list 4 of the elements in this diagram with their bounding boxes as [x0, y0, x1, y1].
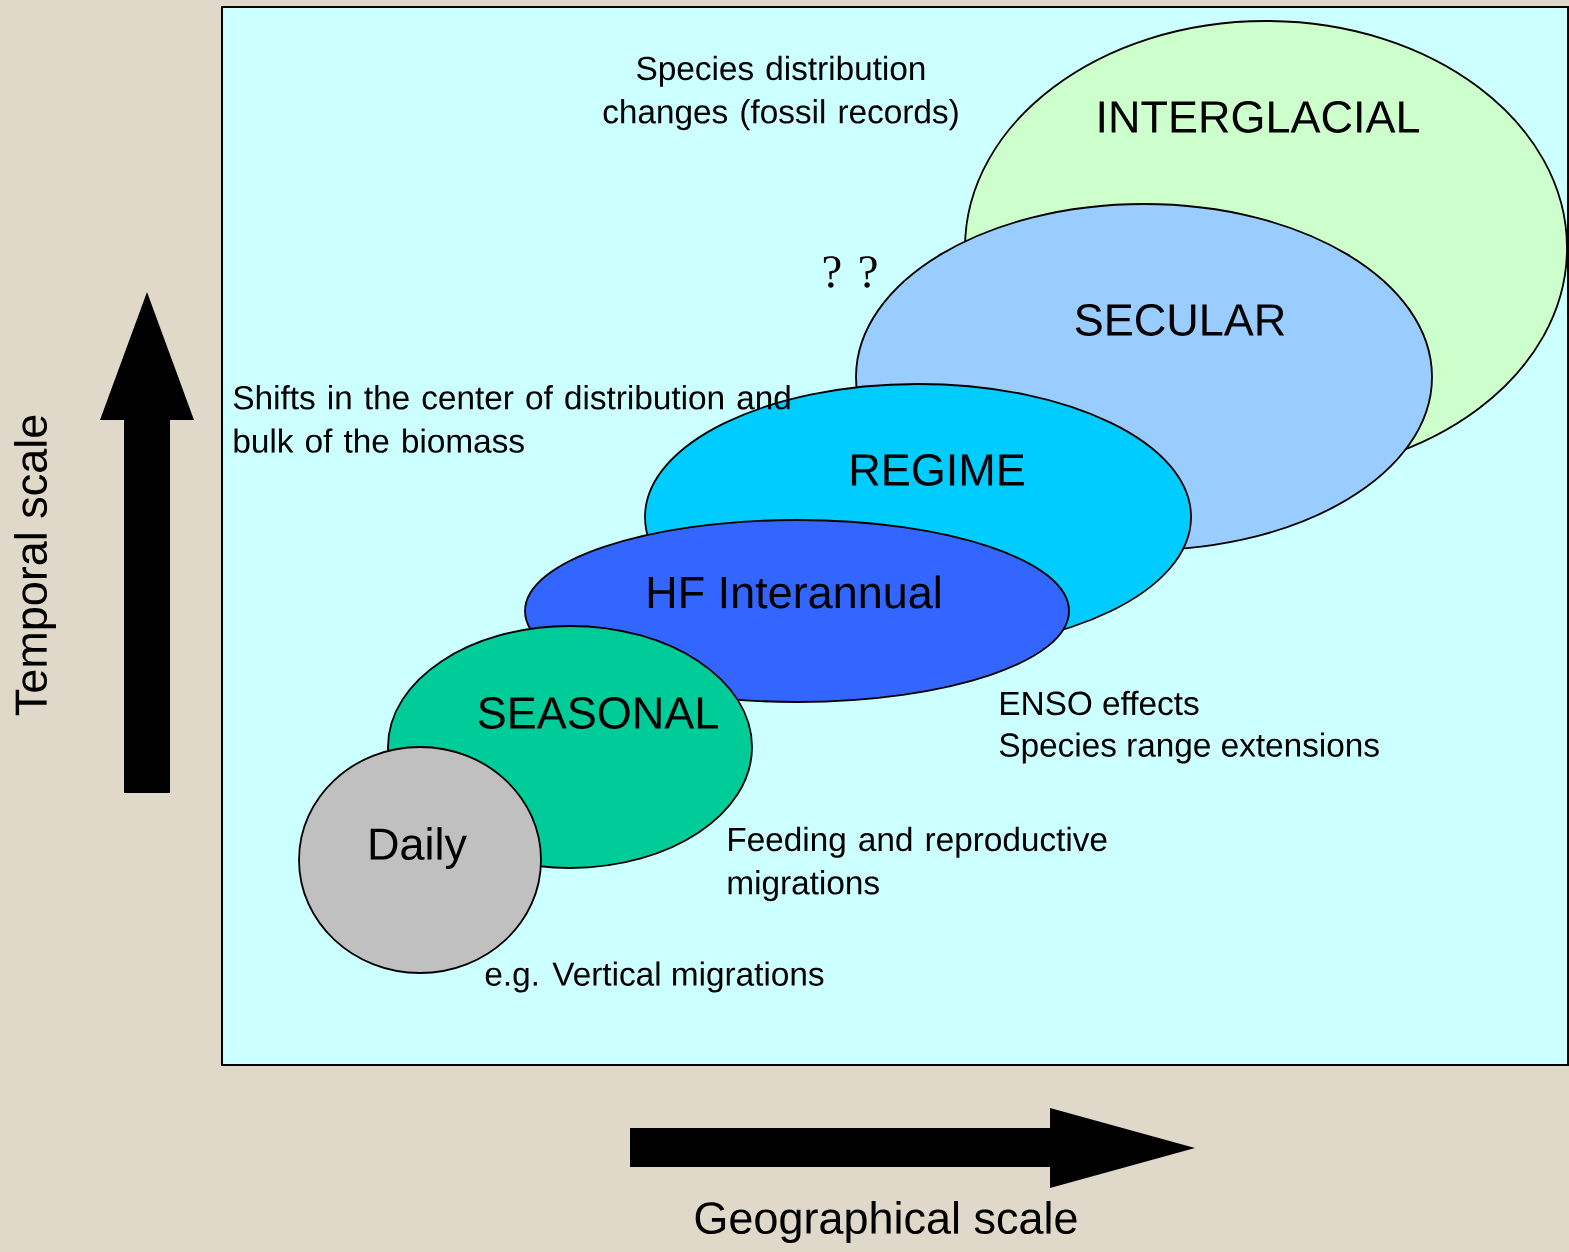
annotation-text: Species range extensions — [999, 732, 1379, 764]
axis-label: Geographical scale — [695, 1201, 1077, 1243]
annotation-text: Species distribution changes (fossil records) — [603, 55, 958, 131]
axis-label: Temporal scale — [14, 415, 56, 716]
